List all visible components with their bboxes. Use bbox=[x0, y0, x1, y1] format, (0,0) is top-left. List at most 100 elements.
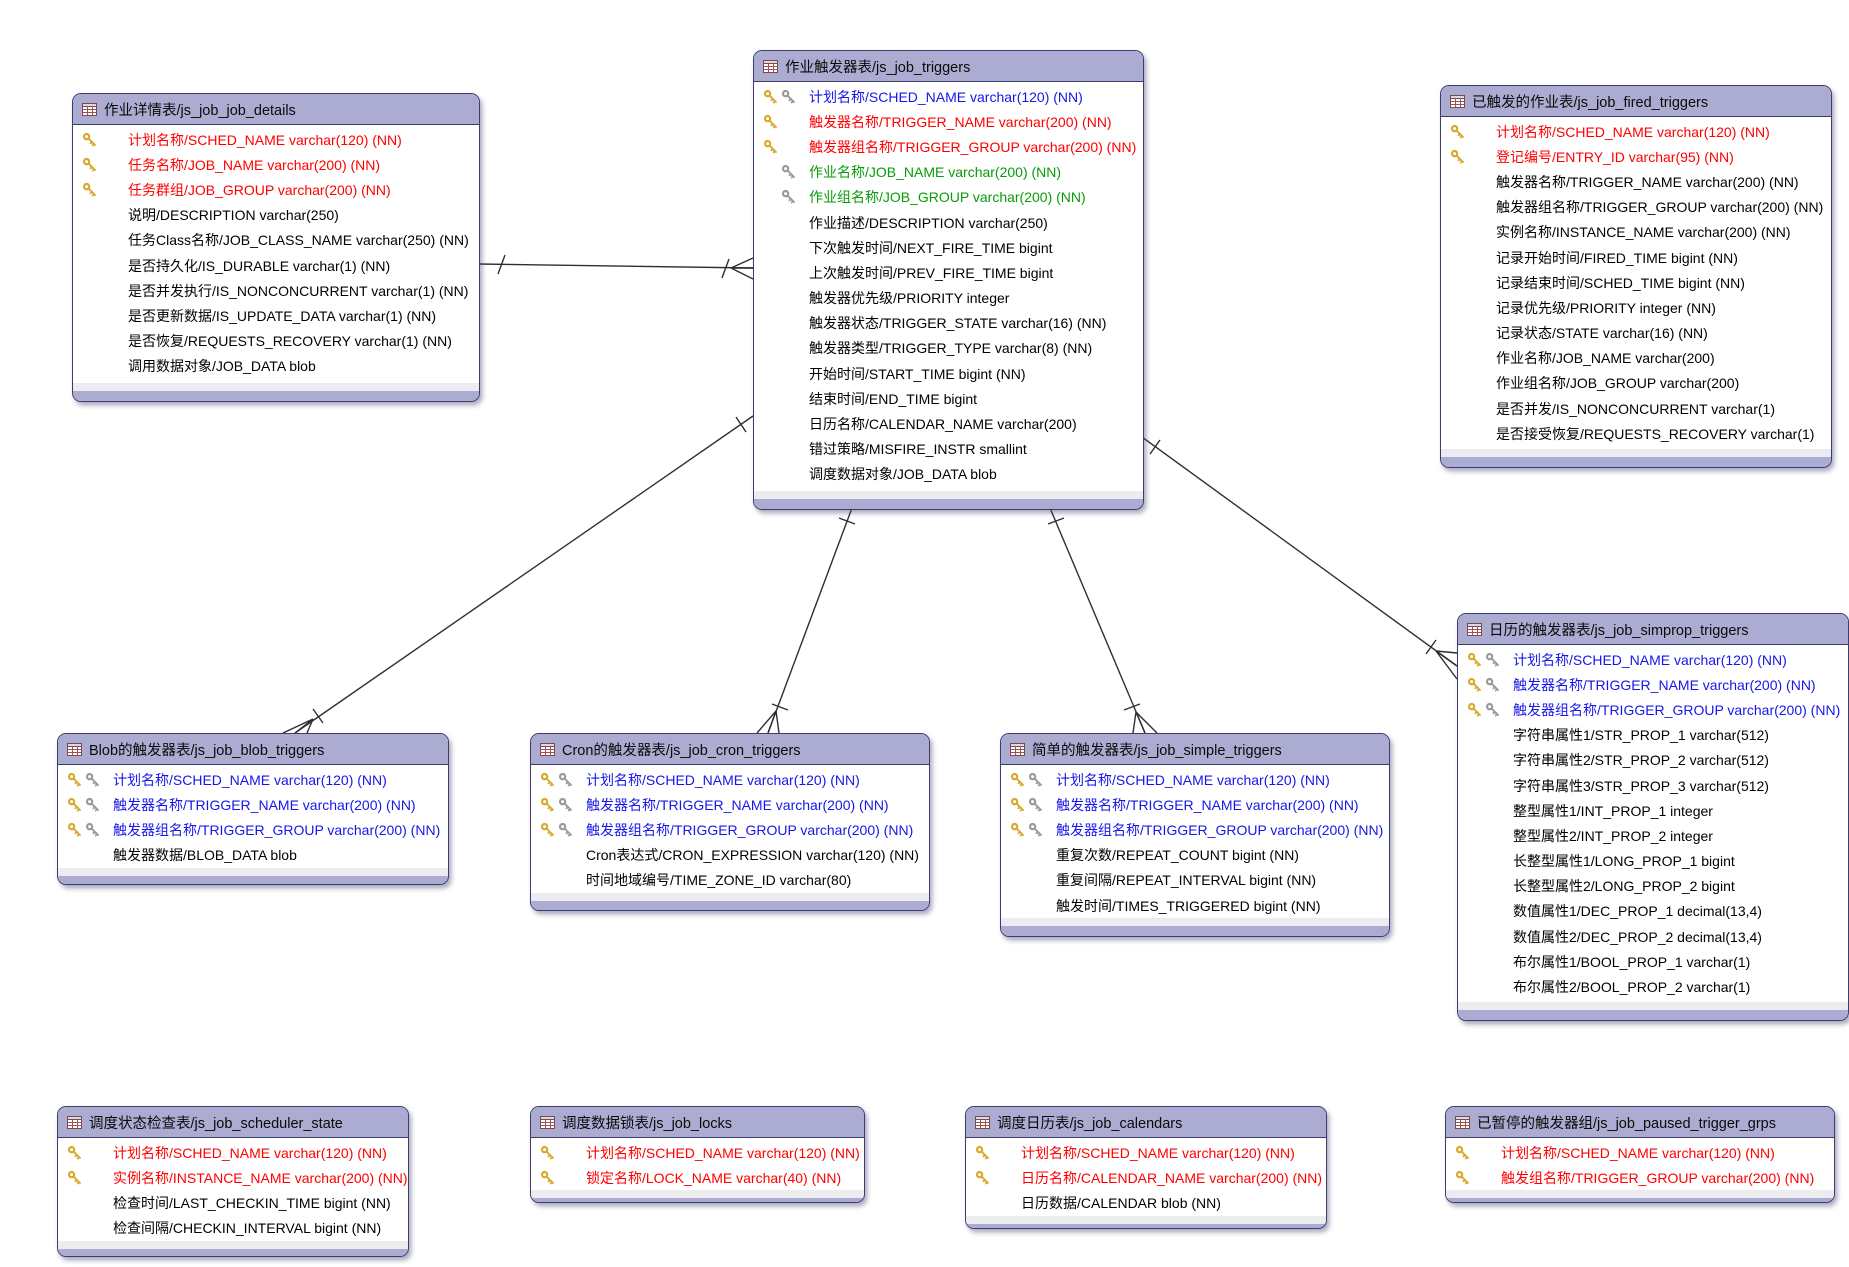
entity-js-job-simprop-triggers[interactable]: 日历的触发器表/js_job_simprop_triggers 计划名称/SCH… bbox=[1457, 613, 1849, 1021]
column-row[interactable]: 计划名称/SCHED_NAME varchar(120) (NN) bbox=[966, 1140, 1326, 1165]
column-row[interactable]: 触发器名称/TRIGGER_NAME varchar(200) (NN) bbox=[531, 792, 929, 817]
column-row[interactable]: 实例名称/INSTANCE_NAME varchar(200) (NN) bbox=[1441, 220, 1831, 245]
entity-js-job-blob-triggers[interactable]: Blob的触发器表/js_job_blob_triggers 计划名称/SCHE… bbox=[57, 733, 449, 885]
column-row[interactable]: 是否并发执行/IS_NONCONCURRENT varchar(1) (NN) bbox=[73, 278, 479, 303]
column-row[interactable]: 记录优先级/PRIORITY integer (NN) bbox=[1441, 295, 1831, 320]
column-row[interactable]: 字符串属性3/STR_PROP_3 varchar(512) bbox=[1458, 773, 1848, 798]
column-row[interactable]: 登记编号/ENTRY_ID varchar(95) (NN) bbox=[1441, 144, 1831, 169]
column-row[interactable]: 计划名称/SCHED_NAME varchar(120) (NN) bbox=[1441, 119, 1831, 144]
column-row[interactable]: 检查间隔/CHECKIN_INTERVAL bigint (NN) bbox=[58, 1216, 408, 1241]
column-row[interactable]: 是否接受恢复/REQUESTS_RECOVERY varchar(1) bbox=[1441, 421, 1831, 446]
column-label: 计划名称/SCHED_NAME varchar(120) (NN) bbox=[1021, 1144, 1295, 1161]
column-row[interactable]: 是否更新数据/IS_UPDATE_DATA varchar(1) (NN) bbox=[73, 303, 479, 328]
column-row[interactable]: 作业名称/JOB_NAME varchar(200) (NN) bbox=[754, 160, 1143, 185]
relationship-triggers-cron[interactable] bbox=[756, 507, 856, 734]
column-row[interactable]: 触发器名称/TRIGGER_NAME varchar(200) (NN) bbox=[1441, 169, 1831, 194]
column-row[interactable]: 触发器名称/TRIGGER_NAME varchar(200) (NN) bbox=[1458, 672, 1848, 697]
column-row[interactable]: 计划名称/SCHED_NAME varchar(120) (NN) bbox=[531, 767, 929, 792]
entity-js-job-fired-triggers[interactable]: 已触发的作业表/js_job_fired_triggers 计划名称/SCHED… bbox=[1440, 85, 1832, 468]
entity-js-job-triggers[interactable]: 作业触发器表/js_job_triggers 计划名称/SCHED_NAME v… bbox=[753, 50, 1144, 510]
column-row[interactable]: 数值属性1/DEC_PROP_1 decimal(13,4) bbox=[1458, 899, 1848, 924]
column-row[interactable]: 触发组名称/TRIGGER_GROUP varchar(200) (NN) bbox=[1446, 1165, 1834, 1190]
column-row[interactable]: 作业名称/JOB_NAME varchar(200) bbox=[1441, 346, 1831, 371]
column-row[interactable]: 开始时间/START_TIME bigint (NN) bbox=[754, 361, 1143, 386]
entity-js-job-job-details[interactable]: 作业详情表/js_job_job_details 计划名称/SCHED_NAME… bbox=[72, 93, 480, 402]
column-row[interactable]: 计划名称/SCHED_NAME varchar(120) (NN) bbox=[58, 1140, 408, 1165]
column-row[interactable]: 布尔属性1/BOOL_PROP_1 varchar(1) bbox=[1458, 949, 1848, 974]
column-row[interactable]: 长整型属性1/LONG_PROP_1 bigint bbox=[1458, 849, 1848, 874]
column-row[interactable]: 触发器状态/TRIGGER_STATE varchar(16) (NN) bbox=[754, 311, 1143, 336]
column-row[interactable]: 实例名称/INSTANCE_NAME varchar(200) (NN) bbox=[58, 1165, 408, 1190]
column-row[interactable]: 触发器组名称/TRIGGER_GROUP varchar(200) (NN) bbox=[1001, 817, 1389, 842]
column-row[interactable]: 锁定名称/LOCK_NAME varchar(40) (NN) bbox=[531, 1165, 864, 1190]
relationship-triggers-blob[interactable] bbox=[282, 415, 754, 734]
column-row[interactable]: 触发器优先级/PRIORITY integer bbox=[754, 286, 1143, 311]
column-row[interactable]: 下次触发时间/NEXT_FIRE_TIME bigint bbox=[754, 235, 1143, 260]
column-row[interactable]: 触发器组名称/TRIGGER_GROUP varchar(200) (NN) bbox=[754, 134, 1143, 159]
column-row[interactable]: 说明/DESCRIPTION varchar(250) bbox=[73, 203, 479, 228]
column-row[interactable]: 触发器名称/TRIGGER_NAME varchar(200) (NN) bbox=[58, 792, 448, 817]
column-row[interactable]: 数值属性2/DEC_PROP_2 decimal(13,4) bbox=[1458, 924, 1848, 949]
column-row[interactable]: 触发时间/TIMES_TRIGGERED bigint (NN) bbox=[1001, 893, 1389, 918]
column-row[interactable]: 作业组名称/JOB_GROUP varchar(200) (NN) bbox=[754, 185, 1143, 210]
column-row[interactable]: 结束时间/END_TIME bigint bbox=[754, 386, 1143, 411]
column-row[interactable]: 任务Class名称/JOB_CLASS_NAME varchar(250) (N… bbox=[73, 228, 479, 253]
key-icons bbox=[540, 872, 586, 888]
key-icons bbox=[67, 1220, 113, 1236]
column-row[interactable]: 调用数据对象/JOB_DATA blob bbox=[73, 354, 479, 379]
column-row[interactable]: 任务群组/JOB_GROUP varchar(200) (NN) bbox=[73, 177, 479, 202]
relationship-triggers-simprop[interactable] bbox=[1141, 436, 1458, 680]
column-row[interactable]: 计划名称/SCHED_NAME varchar(120) (NN) bbox=[1446, 1140, 1834, 1165]
column-row[interactable]: 布尔属性2/BOOL_PROP_2 varchar(1) bbox=[1458, 974, 1848, 999]
column-row[interactable]: 时间地域编号/TIME_ZONE_ID varchar(80) bbox=[531, 868, 929, 893]
relationship-details-triggers[interactable] bbox=[477, 254, 754, 280]
column-row[interactable]: 日历数据/CALENDAR blob (NN) bbox=[966, 1190, 1326, 1215]
column-row[interactable]: 是否恢复/REQUESTS_RECOVERY varchar(1) (NN) bbox=[73, 329, 479, 354]
column-row[interactable]: 触发器组名称/TRIGGER_GROUP varchar(200) (NN) bbox=[531, 817, 929, 842]
column-row[interactable]: 记录开始时间/FIRED_TIME bigint (NN) bbox=[1441, 245, 1831, 270]
entity-js-job-paused-trigger-grps[interactable]: 已暂停的触发器组/js_job_paused_trigger_grps 计划名称… bbox=[1445, 1106, 1835, 1203]
column-row[interactable]: 作业描述/DESCRIPTION varchar(250) bbox=[754, 210, 1143, 235]
column-row[interactable]: Cron表达式/CRON_EXPRESSION varchar(120) (NN… bbox=[531, 843, 929, 868]
column-row[interactable]: 计划名称/SCHED_NAME varchar(120) (NN) bbox=[754, 84, 1143, 109]
column-row[interactable]: 记录结束时间/SCHED_TIME bigint (NN) bbox=[1441, 270, 1831, 295]
column-row[interactable]: 检查时间/LAST_CHECKIN_TIME bigint (NN) bbox=[58, 1190, 408, 1215]
column-row[interactable]: 计划名称/SCHED_NAME varchar(120) (NN) bbox=[1458, 647, 1848, 672]
table-title: Blob的触发器表/js_job_blob_triggers bbox=[89, 742, 325, 759]
column-row[interactable]: 错过策略/MISFIRE_INSTR smallint bbox=[754, 437, 1143, 462]
entity-js-job-locks[interactable]: 调度数据锁表/js_job_locks 计划名称/SCHED_NAME varc… bbox=[530, 1106, 865, 1203]
column-row[interactable]: 作业组名称/JOB_GROUP varchar(200) bbox=[1441, 371, 1831, 396]
column-row[interactable]: 调度数据对象/JOB_DATA blob bbox=[754, 462, 1143, 487]
relationship-triggers-simple[interactable] bbox=[1047, 507, 1158, 734]
column-row[interactable]: 触发器类型/TRIGGER_TYPE varchar(8) (NN) bbox=[754, 336, 1143, 361]
entity-js-job-cron-triggers[interactable]: Cron的触发器表/js_job_cron_triggers 计划名称/SCHE… bbox=[530, 733, 930, 911]
column-row[interactable]: 整型属性2/INT_PROP_2 integer bbox=[1458, 823, 1848, 848]
column-row[interactable]: 计划名称/SCHED_NAME varchar(120) (NN) bbox=[73, 127, 479, 152]
entity-js-job-simple-triggers[interactable]: 简单的触发器表/js_job_simple_triggers 计划名称/SCHE… bbox=[1000, 733, 1390, 937]
column-row[interactable]: 长整型属性2/LONG_PROP_2 bigint bbox=[1458, 874, 1848, 899]
column-row[interactable]: 是否并发/IS_NONCONCURRENT varchar(1) bbox=[1441, 396, 1831, 421]
column-row[interactable]: 触发器数据/BLOB_DATA blob bbox=[58, 843, 448, 868]
column-row[interactable]: 字符串属性2/STR_PROP_2 varchar(512) bbox=[1458, 748, 1848, 773]
column-row[interactable]: 任务名称/JOB_NAME varchar(200) (NN) bbox=[73, 152, 479, 177]
column-row[interactable]: 记录状态/STATE varchar(16) (NN) bbox=[1441, 321, 1831, 346]
column-label: 触发器组名称/TRIGGER_GROUP varchar(200) (NN) bbox=[1496, 199, 1824, 216]
column-row[interactable]: 上次触发时间/PREV_FIRE_TIME bigint bbox=[754, 260, 1143, 285]
column-row[interactable]: 重复间隔/REPEAT_INTERVAL bigint (NN) bbox=[1001, 868, 1389, 893]
column-row[interactable]: 重复次数/REPEAT_COUNT bigint (NN) bbox=[1001, 843, 1389, 868]
column-row[interactable]: 计划名称/SCHED_NAME varchar(120) (NN) bbox=[58, 767, 448, 792]
column-row[interactable]: 触发器组名称/TRIGGER_GROUP varchar(200) (NN) bbox=[58, 817, 448, 842]
entity-js-job-scheduler-state[interactable]: 调度状态检查表/js_job_scheduler_state 计划名称/SCHE… bbox=[57, 1106, 409, 1257]
column-row[interactable]: 触发器组名称/TRIGGER_GROUP varchar(200) (NN) bbox=[1458, 697, 1848, 722]
column-row[interactable]: 触发器组名称/TRIGGER_GROUP varchar(200) (NN) bbox=[1441, 195, 1831, 220]
column-row[interactable]: 触发器名称/TRIGGER_NAME varchar(200) (NN) bbox=[1001, 792, 1389, 817]
column-row[interactable]: 是否持久化/IS_DURABLE varchar(1) (NN) bbox=[73, 253, 479, 278]
column-row[interactable]: 日历名称/CALENDAR_NAME varchar(200) bbox=[754, 411, 1143, 436]
column-row[interactable]: 整型属性1/INT_PROP_1 integer bbox=[1458, 798, 1848, 823]
entity-js-job-calendars[interactable]: 调度日历表/js_job_calendars 计划名称/SCHED_NAME v… bbox=[965, 1106, 1327, 1229]
column-row[interactable]: 日历名称/CALENDAR_NAME varchar(200) (NN) bbox=[966, 1165, 1326, 1190]
column-row[interactable]: 触发器名称/TRIGGER_NAME varchar(200) (NN) bbox=[754, 109, 1143, 134]
column-row[interactable]: 字符串属性1/STR_PROP_1 varchar(512) bbox=[1458, 723, 1848, 748]
column-row[interactable]: 计划名称/SCHED_NAME varchar(120) (NN) bbox=[531, 1140, 864, 1165]
column-row[interactable]: 计划名称/SCHED_NAME varchar(120) (NN) bbox=[1001, 767, 1389, 792]
